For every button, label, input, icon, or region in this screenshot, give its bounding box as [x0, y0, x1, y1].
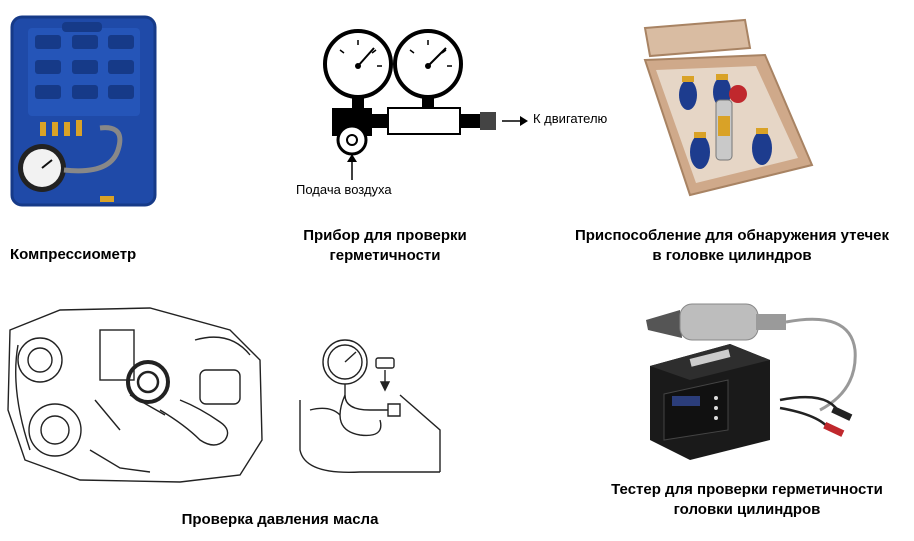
leak-detector-caption-line2: в головке цилиндров	[652, 247, 812, 264]
head-tester-device-image	[646, 303, 857, 460]
leakdown-tester-panel: К двигателю Подача воздуха Прибор для пр…	[280, 0, 610, 270]
oil-pressure-caption: Проверка давления масла	[150, 510, 410, 530]
oil-pressure-caption-line1: Проверка давления масла	[181, 511, 379, 528]
leak-detector-panel: Приспособление для обнаружения утечек в …	[550, 0, 914, 270]
leakdown-tester-caption: Прибор для проверки герметичности	[280, 226, 490, 266]
oil-pressure-panel: Проверка давления масла	[0, 300, 470, 541]
leak-detector-caption-line1: Приспособление для обнаружения утечек	[574, 227, 890, 244]
compression-tester-caption-line1: Компрессиометр	[10, 246, 137, 263]
compression-tester-panel: Компрессиометр	[0, 0, 220, 270]
leakdown-tester-diagram	[323, 29, 528, 180]
compression-tester-caption: Компрессиометр	[10, 245, 170, 265]
head-tester-caption-line2: головки цилиндров	[673, 501, 821, 518]
label-to-engine: К двигателю	[533, 111, 608, 126]
leakdown-tester-caption-line2: герметичности	[329, 247, 441, 264]
oil-pressure-engine-drawing	[7, 307, 441, 483]
leak-detector-caption: Приспособление для обнаружения утечек в …	[550, 226, 914, 266]
head-tester-caption-line1: Тестер для проверки герметичности	[611, 481, 883, 498]
head-tester-caption: Тестер для проверки герметичности головк…	[580, 480, 914, 520]
compression-tester-case-image	[10, 15, 157, 207]
leakdown-tester-caption-line1: Прибор для проверки	[303, 227, 467, 244]
label-air-supply: Подача воздуха	[296, 182, 392, 197]
head-tester-panel: Тестер для проверки герметичности головк…	[580, 290, 914, 541]
leak-detector-box-image	[643, 18, 814, 197]
